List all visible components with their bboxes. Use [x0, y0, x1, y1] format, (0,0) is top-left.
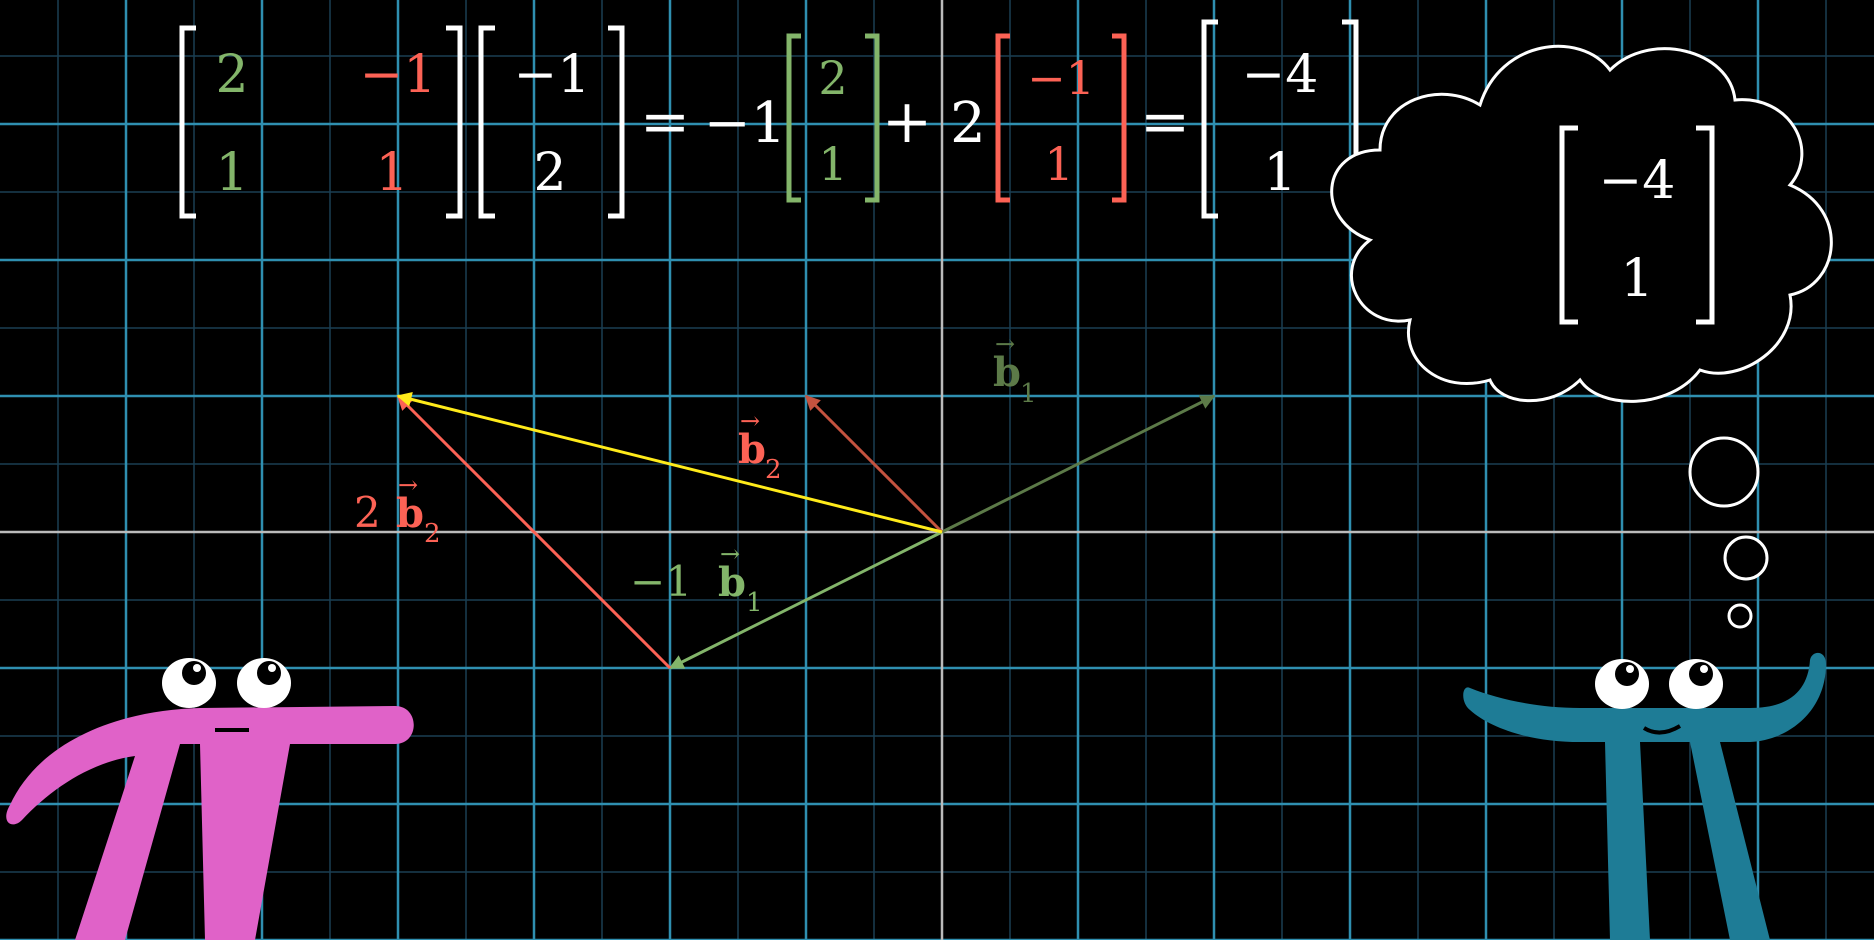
label-b2: b 2 →	[738, 407, 782, 485]
svg-text:b: b	[396, 490, 424, 537]
matrix-a22: 1	[375, 143, 408, 203]
svg-text:2: 2	[765, 455, 782, 485]
svg-text:2: 2	[424, 519, 441, 549]
thought-bubble: −4 1	[1330, 44, 1833, 629]
vector-arrow-icon: →	[398, 471, 418, 499]
label-two-b2: 2 b 2 →	[354, 471, 441, 549]
b1-vector: 2 1	[786, 33, 880, 203]
pupil-left	[182, 661, 206, 685]
svg-text:1: 1	[746, 588, 763, 618]
input-bottom: 2	[533, 143, 566, 203]
pi-creature-body	[1463, 652, 1826, 940]
vector-result	[396, 391, 943, 534]
matrix-a12: −1	[360, 45, 437, 105]
svg-text:b: b	[993, 349, 1021, 396]
thought-dot-large	[1688, 436, 1760, 508]
svg-text:1: 1	[1263, 143, 1296, 203]
svg-text:2: 2	[818, 51, 847, 105]
b2-vector: −1 1	[995, 33, 1127, 203]
pupil-right	[1689, 662, 1713, 686]
coefficient-1: −1	[704, 91, 787, 156]
svg-text:1: 1	[1020, 379, 1037, 409]
blue-pi-creature	[1463, 652, 1826, 940]
bracket-left	[179, 25, 196, 219]
input-vector: −1 2	[478, 25, 625, 219]
vector-labels: b 1 → b 2 → 2 b 2 → −1 b 1 →	[354, 330, 1037, 618]
bracket-right	[446, 25, 463, 219]
pupil-right	[257, 661, 281, 685]
svg-text:−4: −4	[1242, 45, 1319, 105]
transformation-matrix: 2 −1 1 1	[179, 25, 463, 219]
thought-cloud	[1330, 44, 1833, 403]
vectors-layer	[396, 391, 1216, 670]
bubble-top: −4	[1599, 151, 1676, 211]
pink-pi-creature	[6, 658, 414, 940]
vector-neg-b1	[668, 530, 943, 670]
svg-text:1: 1	[818, 137, 847, 191]
equals-sign: =	[1140, 87, 1190, 157]
vector-arrow-icon: →	[995, 330, 1015, 358]
matrix-a21: 1	[215, 143, 248, 203]
vector-arrow-icon: →	[720, 540, 740, 568]
thought-dot-small	[1727, 603, 1753, 629]
plus-sign: +	[882, 87, 932, 157]
svg-text:2: 2	[354, 488, 381, 537]
vector-b2	[804, 394, 944, 534]
label-b1: b 1 →	[993, 330, 1037, 409]
thought-dot-medium	[1723, 535, 1769, 581]
pi-creature-body	[6, 706, 414, 940]
input-top: −1	[514, 45, 591, 105]
bubble-bottom: 1	[1620, 249, 1653, 309]
mouth	[215, 728, 249, 732]
mouth	[1642, 724, 1682, 735]
vector-b1	[941, 394, 1216, 534]
svg-text:b: b	[738, 426, 766, 473]
svg-text:b: b	[718, 559, 746, 606]
label-neg-b1: −1 b 1 →	[630, 540, 763, 618]
matrix-a11: 2	[215, 45, 248, 105]
svg-text:−1: −1	[1027, 51, 1095, 105]
svg-text:1: 1	[1044, 137, 1073, 191]
equation: 2 −1 1 1 −1 2 = −1 2 1 + 2 −1 1 =	[179, 19, 1359, 219]
coefficient-2: 2	[950, 91, 986, 156]
vector-arrow-icon: →	[740, 407, 760, 435]
equals-sign: =	[640, 87, 690, 157]
svg-text:−1: −1	[630, 557, 692, 606]
vector-two-b2	[396, 394, 672, 670]
pupil-left	[1615, 662, 1639, 686]
